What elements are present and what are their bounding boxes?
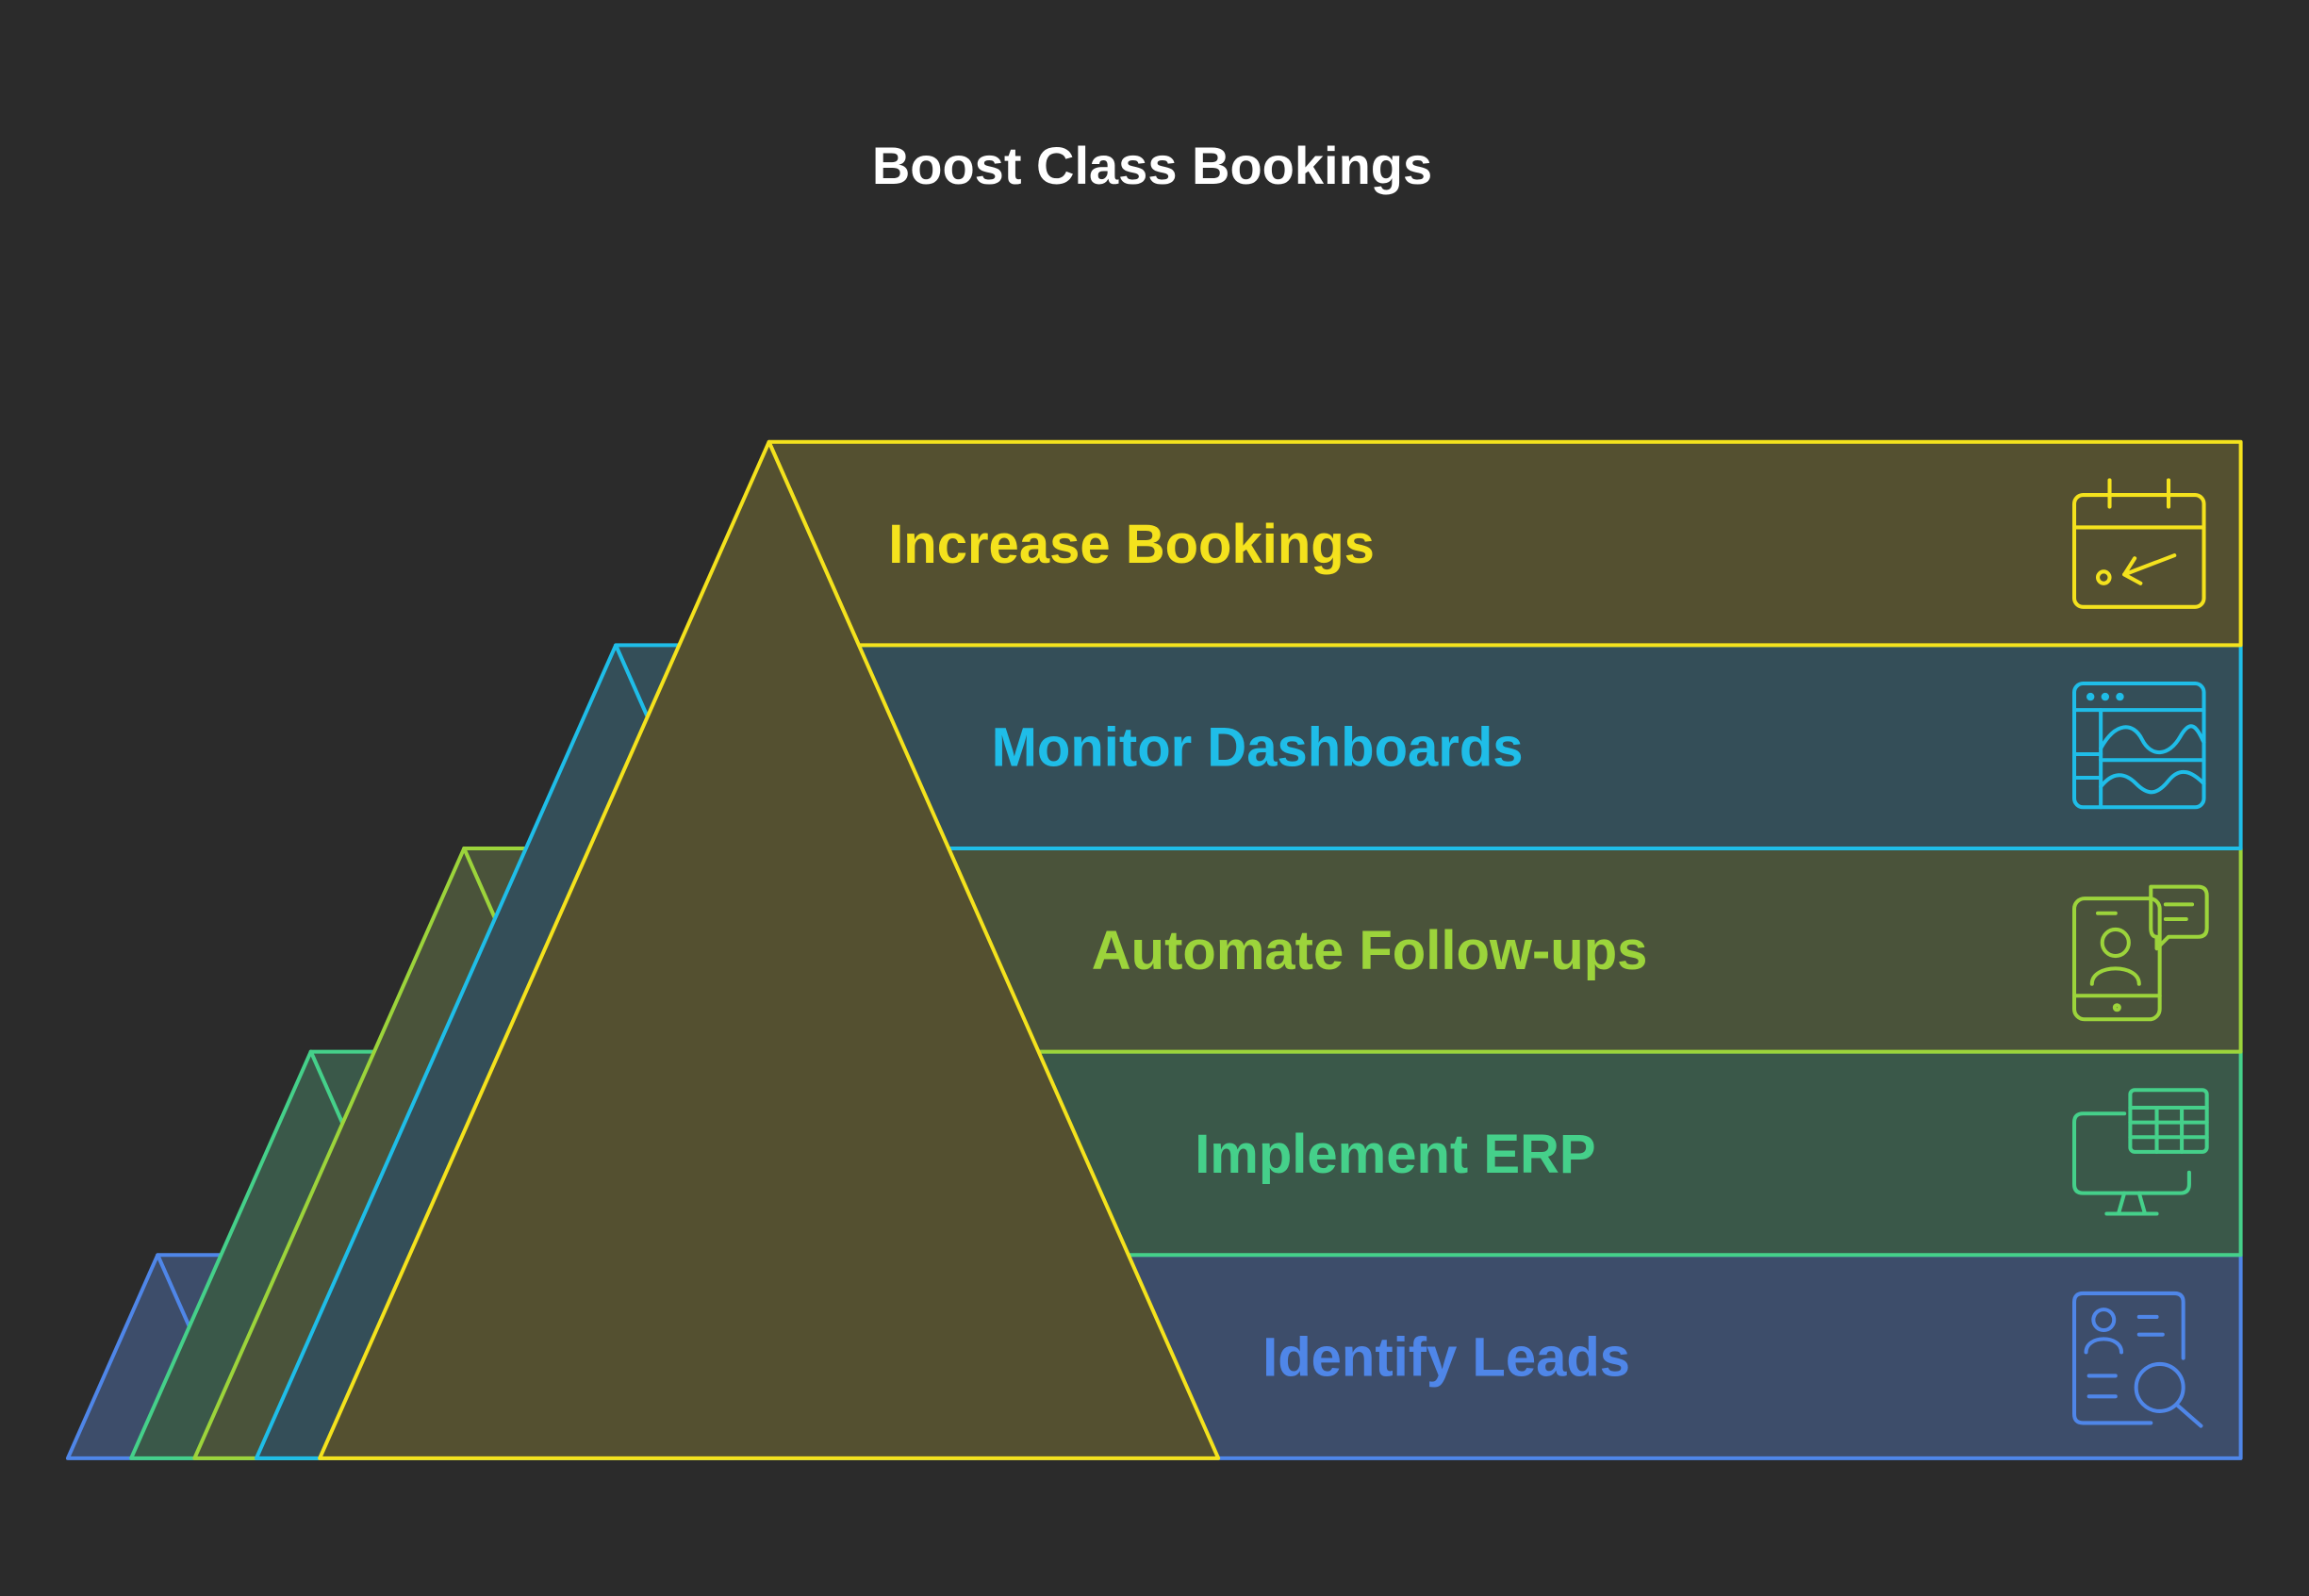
- layer-label-1: Identify Leads: [1262, 1326, 1630, 1388]
- mobile-chat-icon: [2071, 884, 2209, 1022]
- layer-label-2: Implement ERP: [1195, 1124, 1595, 1185]
- layer-label-5: Increase Bookings: [888, 514, 1375, 575]
- layer-labels: Identify Leads Implement ERP Automate Foll…: [888, 514, 1647, 1389]
- layer-icons: [2071, 478, 2209, 1428]
- diagram-title: Boost Class Bookings: [872, 136, 1432, 195]
- dashboard-icon: [2071, 681, 2206, 810]
- layer-label-4: Monitor Dashboards: [992, 717, 1524, 779]
- layer-triangle-5: [318, 439, 1221, 1460]
- layer-triangles: [65, 439, 1221, 1460]
- layer-label-3: Automate Follow-ups: [1092, 920, 1648, 981]
- erp-monitor-icon: [2071, 1088, 2209, 1216]
- calendar-icon: [2071, 478, 2206, 609]
- lead-search-icon: [2071, 1291, 2203, 1428]
